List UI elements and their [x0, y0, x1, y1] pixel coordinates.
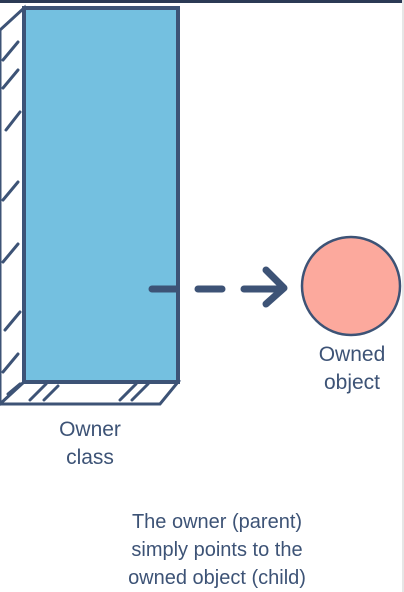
- owner-class-box: [22, 6, 180, 384]
- owner-class-label: Owner class: [59, 418, 121, 469]
- owned-object-label: Owned object: [318, 343, 386, 394]
- diagram-caption: The owner (parent) simply points to the …: [128, 511, 306, 589]
- right-border: [402, 0, 404, 592]
- dashed-arrow-icon: [148, 266, 288, 308]
- owned-object-circle: [300, 235, 402, 337]
- top-border: [0, 0, 404, 3]
